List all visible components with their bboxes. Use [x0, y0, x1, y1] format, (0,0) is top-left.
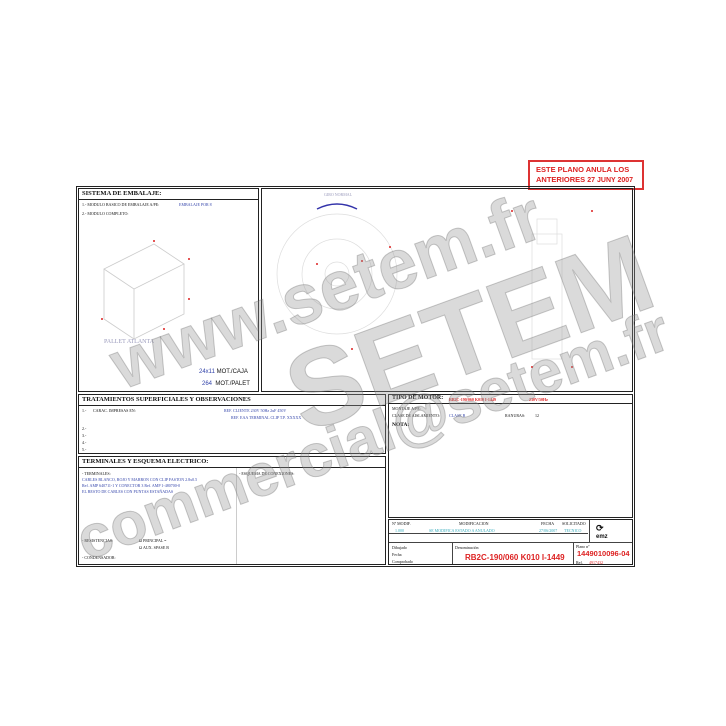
- company-logo: ⟳emz: [596, 523, 608, 540]
- packaging-panel: SISTEMA DE EMBALAJE: 1.- MODULO BASICO D…: [78, 188, 259, 392]
- drawing-number: 1449010096-04: [577, 549, 630, 558]
- box-isometric-drawing: [101, 240, 190, 339]
- title-block: Nº MODIF. MODIFICACION FECHA SOLICITADO …: [388, 519, 633, 565]
- rotation-arrow-icon: [316, 203, 358, 210]
- drawing-frame: [76, 186, 635, 567]
- treatments-panel: TRATAMIENTOS SUPERFICIALES Y OBSERVACION…: [78, 394, 386, 454]
- motor-type-panel: TIPO DE MOTOR: RB2C-190/060 K010 I-1449 …: [388, 394, 633, 518]
- motor-drawing-panel: GIRO NORMAL: [261, 188, 633, 392]
- packaging-title: SISTEMA DE EMBALAJE:: [79, 189, 258, 200]
- annulment-stamp: ESTE PLANO ANULA LOS ANTERIORES 27 JUNY …: [528, 160, 644, 190]
- motor-drawing: [276, 203, 593, 368]
- designation: RB2C-190/060 K010 I-1449: [465, 553, 565, 562]
- terminals-panel: TERMINALES Y ESQUEMA ELECTRICO: - TERMIN…: [78, 456, 386, 565]
